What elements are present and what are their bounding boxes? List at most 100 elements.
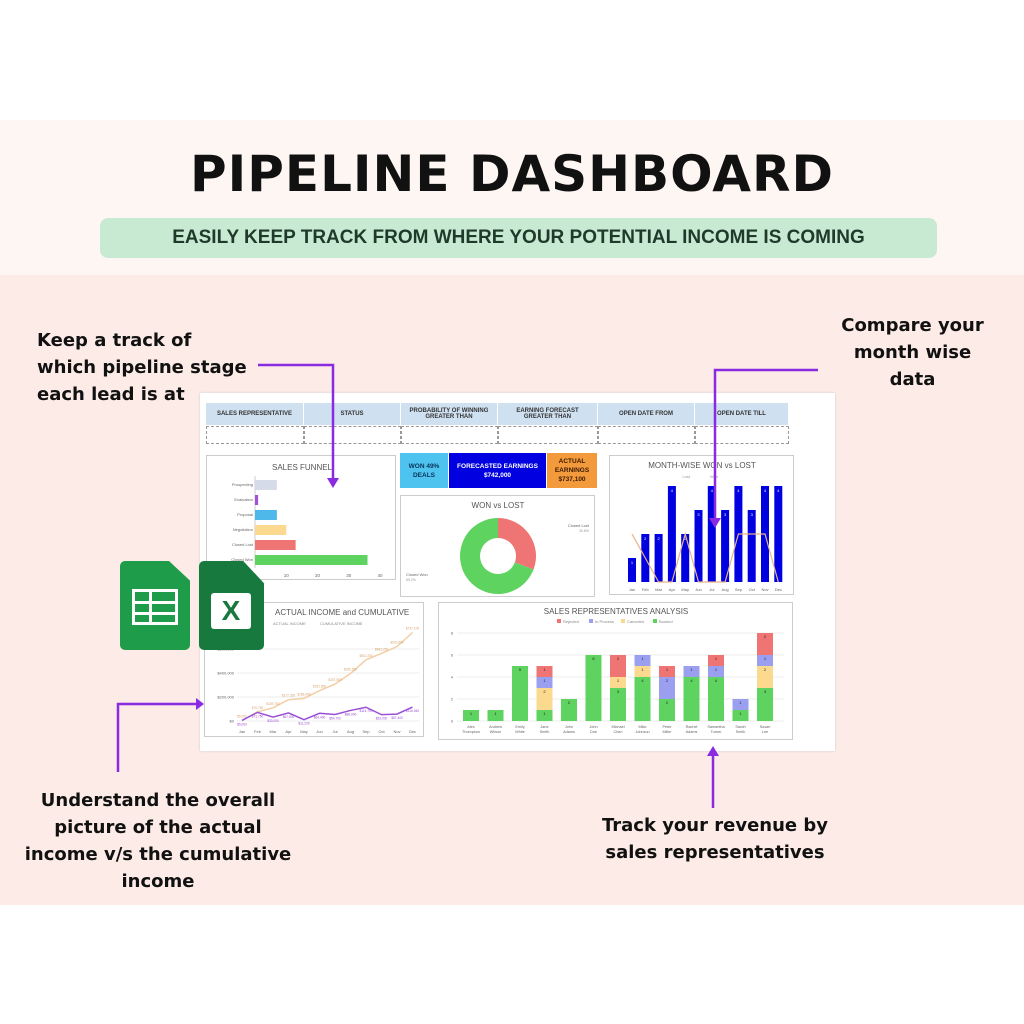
note-reps: Track your revenue by sales representati… (601, 815, 829, 863)
filter-input[interactable] (206, 426, 304, 444)
rep-label: Lee (762, 730, 768, 734)
data-label: $510,250 (359, 654, 373, 658)
tick-label: 4 (451, 675, 454, 680)
won-bar (667, 486, 676, 582)
stacked-segment (610, 655, 626, 677)
data-label: 2 (617, 656, 620, 661)
tick-label: 2 (451, 697, 454, 702)
data-label: 1 (641, 656, 644, 661)
month-label: Apr (285, 729, 292, 734)
data-label: 4 (711, 488, 714, 493)
tick-label: 10 (284, 573, 290, 578)
data-label: $53,000 (376, 717, 388, 721)
tick-label: 0 (451, 719, 454, 724)
data-label: 2 (684, 536, 687, 541)
chart-title: ACTUAL INCOME and CUMULATIVE (275, 608, 409, 617)
legend-item: In Process (595, 619, 614, 624)
month-label: Mar (270, 729, 278, 734)
data-label: 3 (751, 512, 754, 517)
tick-label: 8 (451, 631, 454, 636)
stacked-segment (683, 677, 700, 721)
filter-label: PROBABILITY OF WINNING GREATER THAN (401, 403, 498, 425)
month-label: Nov (393, 729, 400, 734)
category-label: Closed Lost (232, 542, 254, 547)
rep-label: Wilson (490, 730, 501, 734)
month-label: Dec (775, 587, 782, 592)
data-label: 3 (764, 689, 767, 694)
filter-input[interactable] (304, 426, 401, 444)
stacked-segment (536, 710, 553, 721)
rep-label: Turner (710, 730, 722, 734)
income-line (241, 706, 413, 722)
data-label: $5,000 (237, 714, 247, 718)
tick-label: 6 (451, 653, 454, 658)
category-label: Evaluation (234, 497, 253, 502)
month-label: Oct (378, 729, 385, 734)
month-label: Nov (761, 587, 768, 592)
data-label: $307,550 (328, 678, 342, 682)
stacked-segment (757, 633, 773, 655)
rep-label: Chen (613, 730, 622, 734)
data-label: 5 (519, 667, 522, 672)
category-label: Closed Won (231, 557, 253, 562)
rep-label: Adams (563, 730, 575, 734)
data-label: 1 (715, 667, 718, 672)
data-label: $67,500 (283, 715, 295, 719)
legend-item: Canceled (627, 619, 644, 624)
stacked-segment (634, 655, 651, 666)
funnel-bar (255, 510, 277, 520)
stacked-segment (536, 688, 553, 710)
filter-input[interactable] (498, 426, 598, 444)
tick-label: 20 (315, 573, 321, 578)
data-label: $116,450 (406, 709, 419, 713)
month-label: Jan (239, 729, 245, 734)
filter-input[interactable] (401, 426, 498, 444)
stacked-segment (634, 666, 651, 677)
month-label: May (681, 587, 689, 592)
data-label: 3 (617, 689, 620, 694)
data-label: 1 (543, 678, 546, 683)
data-label: 6 (592, 656, 595, 661)
won-bar (654, 534, 663, 582)
rep-label: John (589, 725, 597, 729)
tick-label: $200,000 (217, 695, 234, 700)
google-sheets-icon (120, 561, 190, 650)
filter-input[interactable] (695, 426, 789, 444)
legend-item: Rejected (563, 619, 579, 624)
stacked-segment (512, 666, 528, 721)
tick-label: $0 (230, 719, 235, 724)
data-label: $57,400 (391, 716, 403, 720)
funnel-bar (255, 555, 368, 565)
data-label: $737,100 (406, 627, 420, 631)
rep-label: Doe (590, 730, 597, 734)
won-bar (681, 534, 690, 582)
month-label: Mar (655, 587, 663, 592)
funnel-bar (255, 525, 287, 535)
stacked-segment (610, 677, 626, 688)
month-label: Dec (409, 729, 416, 734)
note-month: Compare your month wise data (841, 315, 984, 390)
won-bar (694, 510, 703, 582)
month-label: Sep (735, 587, 743, 592)
data-label: $11,200 (298, 722, 310, 726)
donut-slice (498, 518, 536, 570)
category-label: Prospecting (232, 482, 253, 487)
data-label: $109,750 (266, 702, 280, 706)
rep-label: Peter (662, 725, 672, 729)
rep-label: Andrew (489, 725, 502, 729)
filter-label: OPEN DATE TILL (695, 403, 789, 425)
arrow-month (713, 368, 818, 520)
filter-input[interactable] (598, 426, 695, 444)
funnel-bar (255, 495, 259, 505)
page-title: PIPELINE DASHBOARD (190, 145, 834, 203)
note-funnel: Keep a track of which pipeline stage eac… (37, 330, 247, 405)
data-label: 1 (470, 711, 473, 716)
category-label: Negotiation (233, 527, 253, 532)
month-label: Sep (362, 729, 370, 734)
rep-label: Rachel (686, 725, 698, 729)
stacked-segment (561, 699, 577, 721)
chart-title: WON vs LOST (472, 501, 525, 510)
month-label: Feb (642, 587, 650, 592)
income-line (241, 631, 414, 722)
